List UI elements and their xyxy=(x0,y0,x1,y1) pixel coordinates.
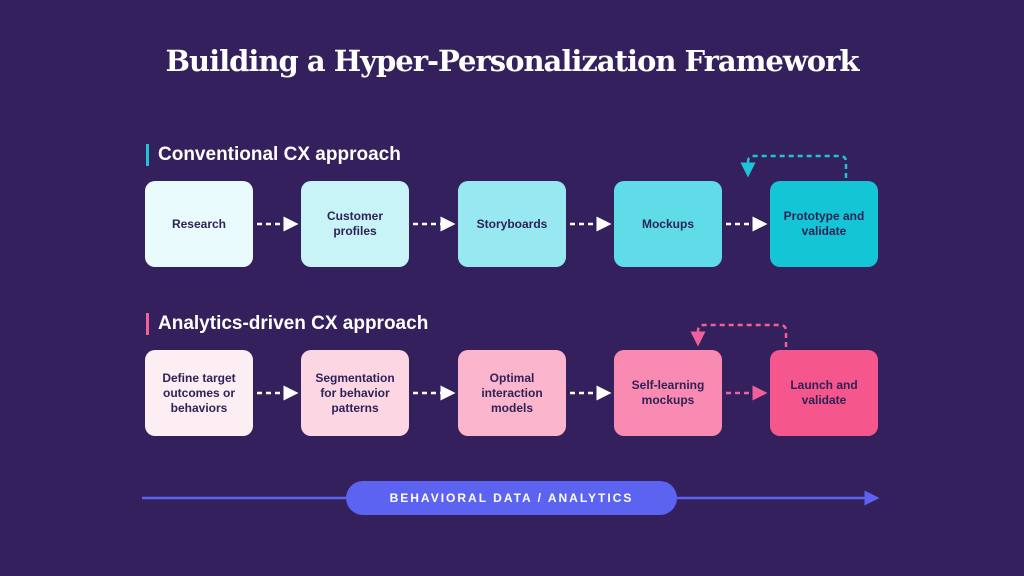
analytics-step-box: Optimal interaction models xyxy=(458,350,566,436)
section-heading-conventional: Conventional CX approach xyxy=(146,144,401,166)
analytics-step-box: Launch and validate xyxy=(770,350,878,436)
feedback-arrow-analytics xyxy=(690,323,788,347)
conventional-step-box: Storyboards xyxy=(458,181,566,267)
conventional-step-box: Mockups xyxy=(614,181,722,267)
conventional-step-box: Prototype and validate xyxy=(770,181,878,267)
analytics-step-box: Segmentation for behavior patterns xyxy=(301,350,409,436)
conventional-step-box: Research xyxy=(145,181,253,267)
conventional-step-box: Customer profiles xyxy=(301,181,409,267)
analytics-step-box: Define target outcomes or behaviors xyxy=(145,350,253,436)
section-heading-analytics: Analytics-driven CX approach xyxy=(146,313,428,335)
page-title: Building a Hyper-Personalization Framewo… xyxy=(165,44,859,78)
behavioral-data-banner: BEHAVIORAL DATA / ANALYTICS xyxy=(346,481,677,515)
feedback-arrow-conventional xyxy=(740,154,848,178)
analytics-step-box: Self-learning mockups xyxy=(614,350,722,436)
